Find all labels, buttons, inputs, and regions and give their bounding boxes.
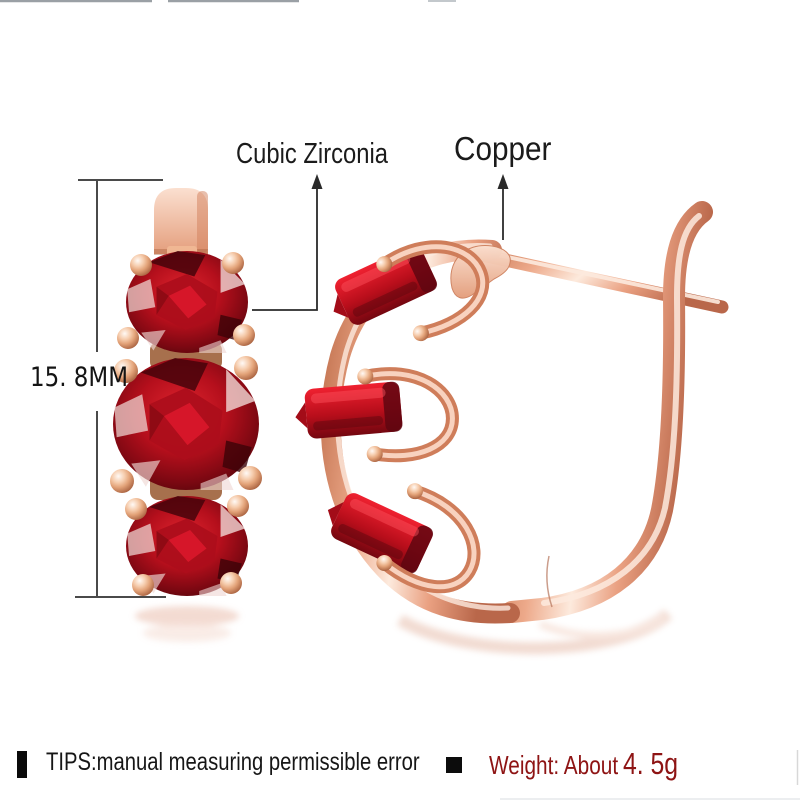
tips-text: TIPS:manual measuring permissible error — [46, 748, 420, 776]
right-earring-side-view — [293, 201, 729, 655]
metal-callout-arrow — [497, 174, 509, 240]
caption-row: TIPS:manual measuring permissible error … — [0, 744, 800, 784]
material-label: Cubic Zirconia — [236, 138, 388, 170]
size-measurement-label: 15. 8MM — [30, 362, 129, 393]
weight-bullet-square — [446, 757, 462, 773]
left-earring-reflection — [135, 606, 239, 642]
hook-strand — [501, 201, 713, 623]
size-measure-lines — [75, 179, 166, 598]
tips-bullet-bar — [17, 751, 27, 778]
prong-balls — [110, 252, 262, 596]
earring-post-tab — [154, 188, 208, 254]
weight-text: Weight: About 4. 5g — [489, 746, 678, 782]
side-stone-top — [322, 242, 440, 333]
material-callout-arrow — [252, 174, 323, 311]
left-earring-front-view — [110, 188, 262, 642]
right-earring-reflection — [397, 609, 672, 655]
weight-label: Weight: About — [489, 750, 619, 780]
side-stone-middle — [293, 381, 404, 441]
metal-label: Copper — [454, 130, 552, 167]
weight-value: 4. 5g — [622, 746, 679, 781]
